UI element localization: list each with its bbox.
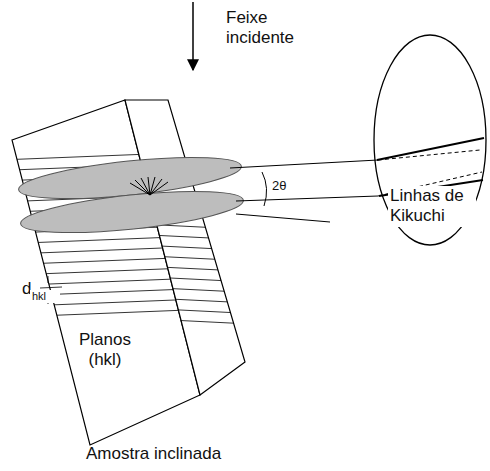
diffracted-rays	[230, 160, 378, 222]
kossel-cone	[19, 183, 245, 240]
incident-beam	[192, 2, 194, 70]
planes-label: Planos (hkl)	[72, 330, 138, 371]
scatter-source	[130, 177, 168, 195]
screen-label: Linhas de Kikuchi	[388, 186, 476, 227]
spacing-arrow	[48, 276, 49, 283]
beam-label: Feixe incidente	[226, 8, 321, 49]
spacing-mark	[40, 287, 62, 288]
angle-label: 2θ	[270, 178, 304, 194]
phosphor-screen	[374, 35, 486, 245]
sample-label: Amostra inclinada	[86, 444, 256, 464]
spacing-subscript: hkl	[30, 290, 60, 303]
